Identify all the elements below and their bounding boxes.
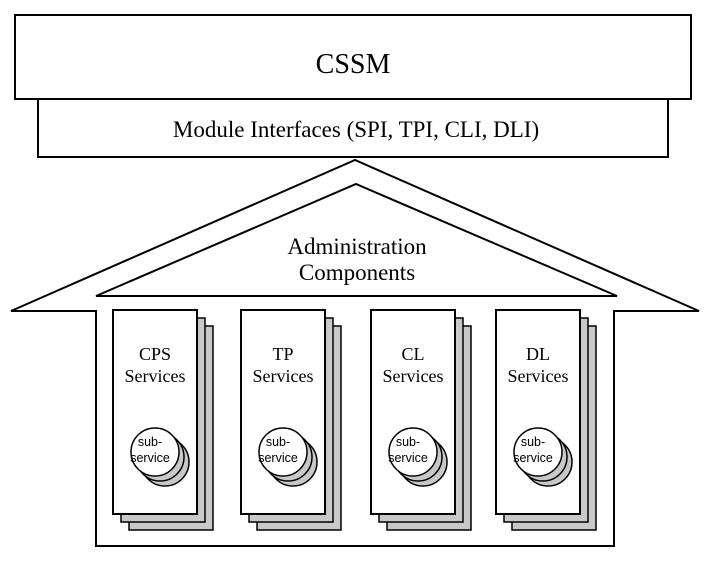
subservice-label-1: sub- xyxy=(266,435,290,449)
subservice-label-2: service xyxy=(388,451,428,465)
module-name: DL xyxy=(526,344,550,364)
module-services-label: Services xyxy=(383,366,444,386)
module-name: CL xyxy=(401,344,424,364)
admin-line-2: Components xyxy=(299,260,415,285)
subservice-label-2: service xyxy=(513,451,553,465)
module-services-label: Services xyxy=(125,366,186,386)
cssm-box xyxy=(14,14,692,100)
module-tp: TP Services sub- service xyxy=(240,309,342,531)
module-name: TP xyxy=(272,344,293,364)
cssm-block: CSSM xyxy=(14,14,692,100)
module-services-label: Services xyxy=(508,366,569,386)
module-interfaces-box xyxy=(37,98,669,158)
subservice-label-2: service xyxy=(258,451,298,465)
subservice-disc xyxy=(130,427,180,477)
house-inner-roof xyxy=(95,182,618,297)
subservice-label-2: service xyxy=(130,451,170,465)
module-interfaces-block: Module Interfaces (SPI, TPI, CLI, DLI) xyxy=(37,98,669,158)
module-name: CPS xyxy=(139,344,171,364)
module-services-label: Services xyxy=(253,366,314,386)
module-dl: DL Services sub- service xyxy=(495,309,597,531)
module-cps: CPS Services sub- service xyxy=(112,309,214,531)
subservice-disc xyxy=(388,427,438,477)
house-frame: Administration Components xyxy=(10,158,700,547)
subservice-label-1: sub- xyxy=(138,435,162,449)
subservice-disc xyxy=(513,427,563,477)
subservice-disc xyxy=(258,427,308,477)
subservice-label-1: sub- xyxy=(521,435,545,449)
cssm-label: CSSM xyxy=(316,49,391,80)
module-interfaces-label: Module Interfaces (SPI, TPI, CLI, DLI) xyxy=(173,117,539,142)
house-outer-outline xyxy=(10,158,700,547)
subservice-label-1: sub- xyxy=(396,435,420,449)
admin-line-1: Administration xyxy=(287,234,427,259)
module-cl: CL Services sub- service xyxy=(370,309,472,531)
